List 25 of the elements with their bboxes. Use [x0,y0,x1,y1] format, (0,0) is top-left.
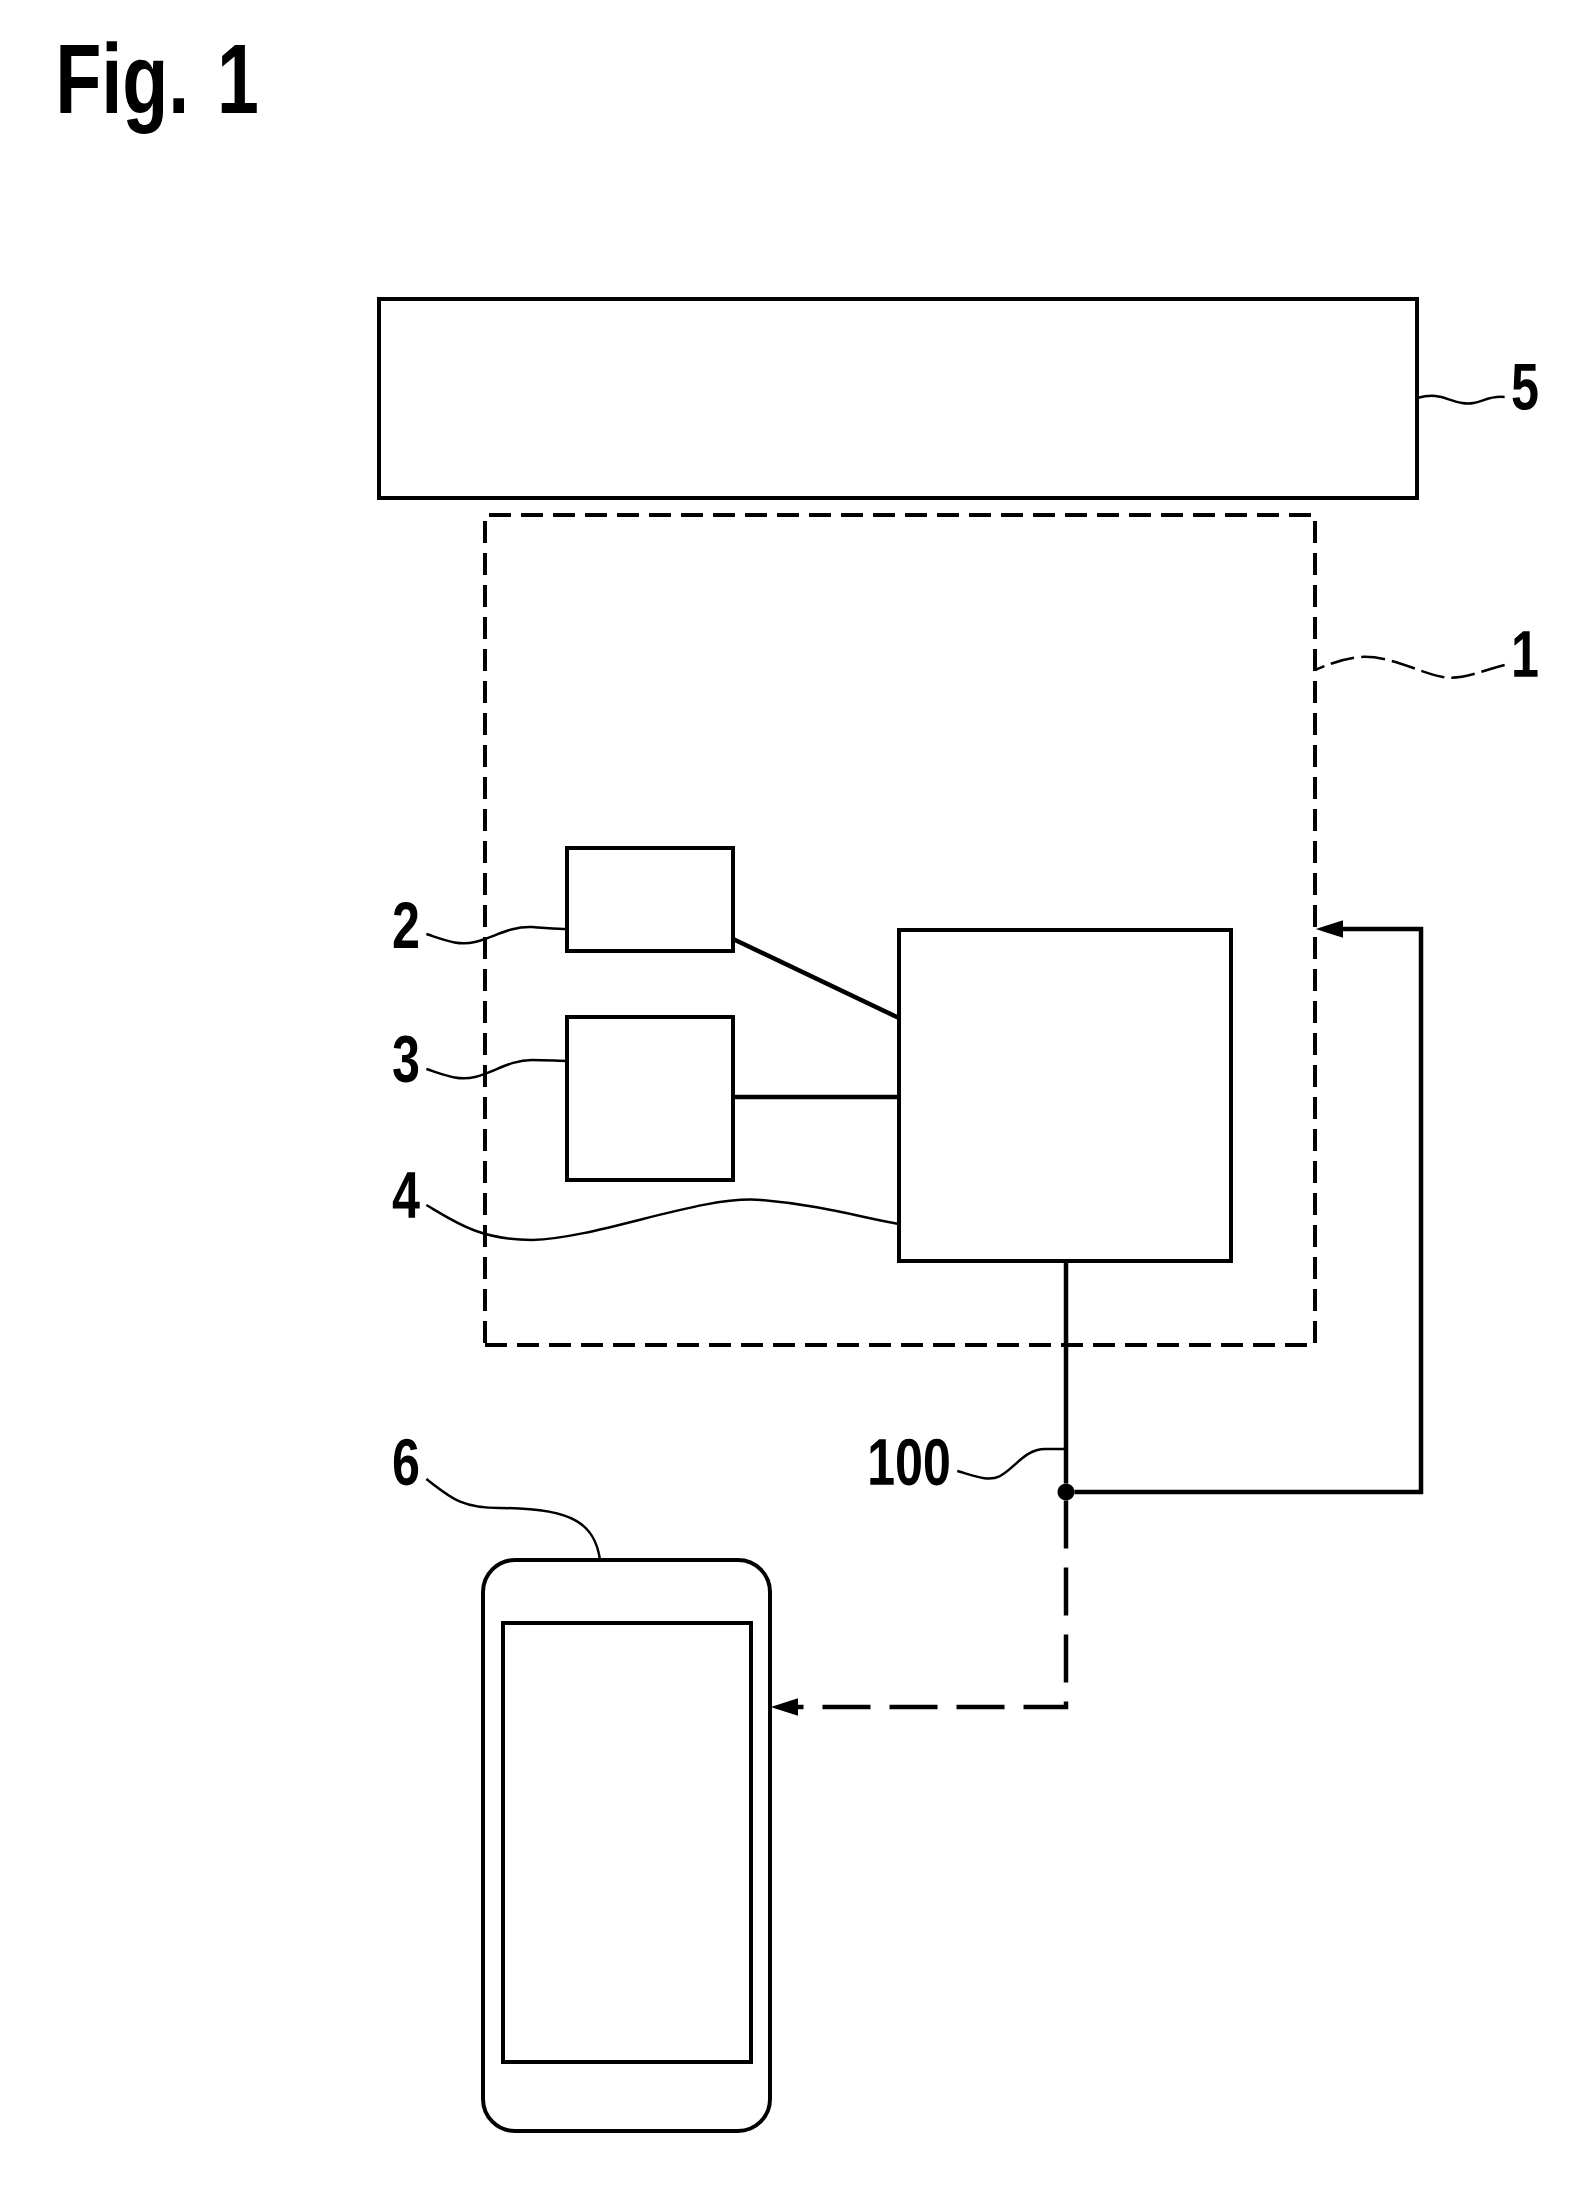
block-box [377,297,1419,500]
reference-numeral: 3 [393,1035,419,1083]
reference-numeral: 4 [392,1172,420,1218]
leader-line [425,1478,602,1561]
block-box [565,846,735,953]
leader-line [1416,394,1505,405]
leader-line [425,1198,900,1242]
connection-line [732,936,900,1021]
dashed-box [483,513,1317,1347]
block-box [565,1015,735,1182]
junction-dot [1057,1483,1075,1501]
block-box [897,928,1233,1263]
leader-line [425,925,568,945]
reference-numeral: 100 [870,1438,949,1486]
leader-line [956,1447,1064,1480]
reference-numeral: 2 [393,901,418,949]
smartphone-drawing [481,1558,772,2133]
leader-line [425,1058,568,1080]
reference-numeral: 6 [393,1438,419,1486]
leader-line [1314,655,1505,679]
reference-numeral: 5 [1512,363,1538,411]
connection-line [1063,1261,1069,1484]
figure-title: Fig. 1 [60,41,257,134]
connection-line [733,1094,899,1100]
reference-numeral: 1 [1514,631,1538,677]
